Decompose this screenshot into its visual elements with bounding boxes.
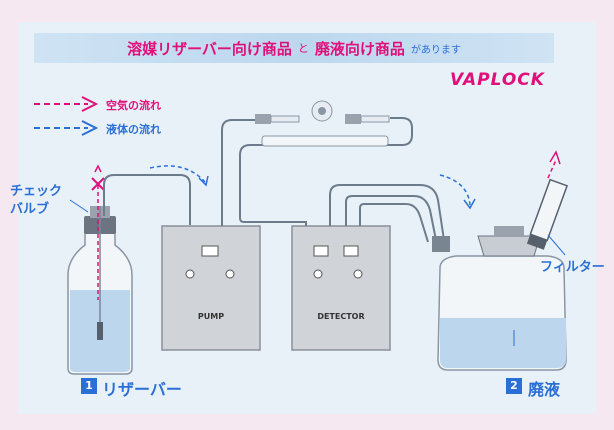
pump-label: PUMP — [197, 312, 225, 321]
tube-loop-return — [239, 117, 413, 226]
check-valve-label-2: バルブ — [10, 202, 50, 217]
legend-liquid-arrow — [34, 120, 99, 136]
column-assembly — [255, 100, 390, 147]
reservoir-number-badge: 1 — [81, 378, 97, 394]
waste-container — [432, 226, 567, 371]
banner-available: があります — [410, 44, 461, 56]
reservoir-bottle — [67, 206, 133, 375]
banner-waste-products: 廃液向け商品 — [314, 39, 405, 58]
legend-air-arrow — [34, 96, 99, 112]
legend-liquid-label: 液体の流れ — [106, 123, 161, 136]
filter-label-leader — [547, 234, 566, 256]
filter-air-flow — [547, 159, 557, 179]
check-valve-blocked-icon — [91, 164, 105, 191]
tube-detector-to-waste-3 — [359, 203, 429, 243]
check-valve-leader — [69, 199, 89, 213]
filter-label: フィルター — [540, 260, 605, 275]
banner-reservoir-products: 溶媒リザーバー向け商品 — [127, 39, 292, 58]
check-valve-label-1: チェック — [10, 184, 63, 199]
tube-detector-to-waste-2 — [345, 195, 437, 241]
detector-box — [291, 225, 391, 351]
pump-box — [161, 225, 261, 351]
reservoir-label: リザーバー — [102, 380, 182, 399]
banner-and: と — [297, 42, 309, 55]
vaplock-logo: VAPLOCK — [450, 70, 545, 90]
waste-number-badge: 2 — [506, 378, 522, 394]
filter-unit — [526, 178, 569, 250]
tube-reservoir-to-pump — [103, 174, 191, 225]
tube-detector-to-waste-1 — [329, 184, 445, 241]
flow-arrow-pump-inlet — [149, 165, 206, 183]
waste-label: 廃液 — [528, 380, 561, 399]
legend-air-label: 空気の流れ — [106, 99, 161, 112]
detector-label: DETECTOR — [317, 312, 365, 321]
flow-arrow-waste-inlet — [439, 174, 471, 206]
tube-pump-to-column — [221, 119, 255, 226]
logo-text: VAPLOCK — [450, 70, 545, 90]
title-banner: 溶媒リザーバー向け商品 と 廃液向け商品 があります — [34, 33, 554, 63]
